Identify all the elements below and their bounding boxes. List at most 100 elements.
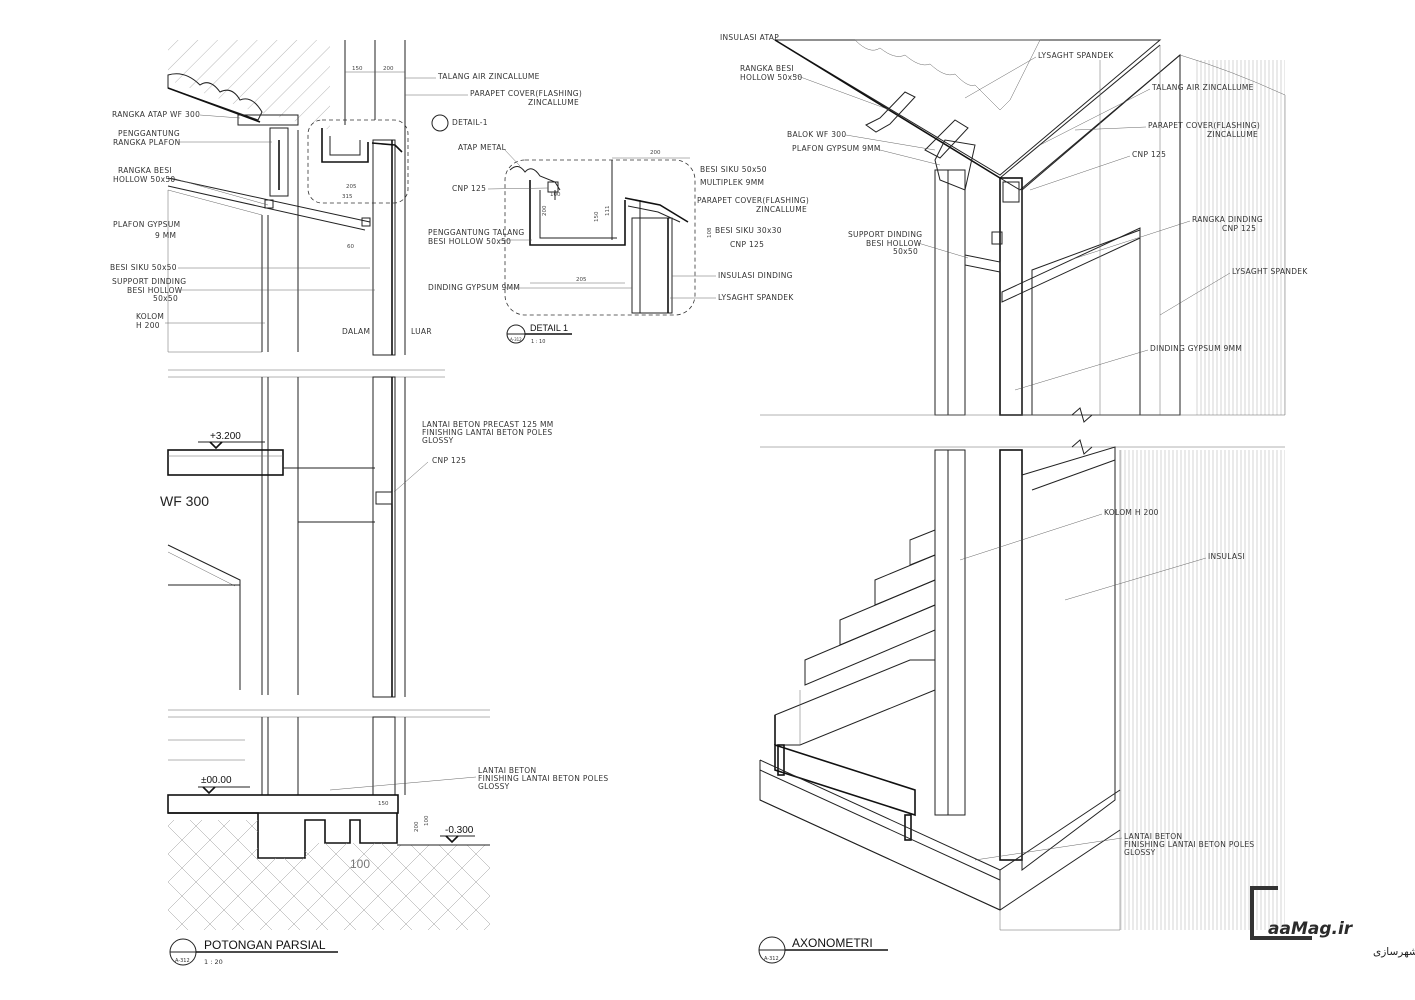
label-lantai-beton-2: FINISHING LANTAI BETON POLES [478, 774, 608, 783]
label-detail-1-ref: DETAIL-1 [452, 118, 488, 127]
detail-label-besi-siku: BESI SIKU 50x50 [700, 165, 767, 174]
axono-label-lantai-2: FINISHING LANTAI BETON POLES [1124, 840, 1254, 849]
axono-label-parapet-1: PARAPET COVER(FLASHING) [1148, 121, 1260, 130]
label-luar: LUAR [411, 327, 432, 336]
detail-dim-200v: 200 [542, 205, 548, 216]
label-support-2: BESI HOLLOW [127, 286, 183, 295]
level-lower: -0.300 [445, 825, 474, 836]
axono-label-support-1: SUPPORT DINDING [848, 230, 922, 239]
detail-label-lysaght: LYSAGHT SPANDEK [718, 293, 794, 302]
axono-label-insulasi-atap: INSULASI ATAP [720, 33, 779, 42]
detail-label-cnp2: CNP 125 [730, 240, 764, 249]
detail-label-atap-metal: ATAP METAL [458, 143, 507, 152]
axono-labels: INSULASI ATAP RANGKA BESI HOLLOW 50x50 L… [720, 33, 1308, 861]
axono-label-rangka-besi-1: RANGKA BESI [740, 64, 794, 73]
partial-section-labels: RANGKA ATAP WF 300 PENGGANTUNG RANGKA PL… [110, 110, 432, 336]
dim-200: 200 [383, 66, 394, 72]
label-penggantung-1: PENGGANTUNG [118, 129, 180, 138]
axono-label-support-3: 50x50 [893, 247, 918, 256]
label-rangka-besi-2: HOLLOW 50x50 [113, 175, 175, 184]
label-kolom-1: KOLOM [136, 312, 164, 321]
label-support-1: SUPPORT DINDING [112, 277, 186, 286]
label-rangka-besi-1: RANGKA BESI [118, 166, 172, 175]
axono-label-parapet-2: ZINCALLUME [1207, 130, 1258, 139]
detail-label-insulasi: INSULASI DINDING [718, 271, 793, 280]
dim-150b: 150 [378, 801, 389, 807]
axono-stairs [774, 529, 936, 841]
label-kolom-2: H 200 [136, 321, 160, 330]
label-besi-siku: BESI SIKU 50x50 [110, 263, 177, 272]
label-dalam: DALAM [342, 327, 370, 336]
dim-205: 205 [346, 184, 357, 190]
detail-label-cnp: CNP 125 [452, 184, 486, 193]
axono-label-support-2: BESI HOLLOW [866, 239, 922, 248]
detail-label-penggantung-2: BESI HOLLOW 50x50 [428, 237, 511, 246]
label-parapet-1: PARAPET COVER(FLASHING) [470, 89, 582, 98]
axono-label-cnp: CNP 125 [1132, 150, 1166, 159]
watermark-subtitle: مجله آنلاین معماری و شهرسازی [1373, 945, 1415, 958]
detail-dim-205: 205 [576, 277, 587, 283]
axono-label-dinding: DINDING GYPSUM 9MM [1150, 344, 1242, 353]
detail-label-dinding: DINDING GYPSUM 9MM [428, 283, 520, 292]
detail-1-drawing: 200 100 200 150 111 205 108 ATAP METAL B… [428, 143, 809, 345]
dim-60: 60 [347, 244, 354, 250]
detail-label-besi-siku-30: BESI SIKU 30x30 [715, 226, 782, 235]
title-axonometri: AXONOMETRI [792, 936, 873, 950]
detail-dim-100: 100 [550, 192, 561, 198]
detail-label-parapet-1: PARAPET COVER(FLASHING) [697, 196, 809, 205]
dim-315: 315 [342, 194, 353, 200]
label-lantai-beton-3: GLOSSY [478, 782, 510, 791]
axonometric-drawing: INSULASI ATAP RANGKA BESI HOLLOW 50x50 L… [720, 33, 1308, 964]
axono-label-talang: TALANG AIR ZINCALLUME [1151, 83, 1254, 92]
dim-200b: 200 [414, 821, 420, 832]
label-lantai-precast-1: LANTAI BETON PRECAST 125 MM [422, 420, 554, 429]
dim-150: 150 [352, 66, 363, 72]
axono-label-insulasi: INSULASI [1208, 552, 1245, 561]
watermark-logo-text: aaMag.ir [1268, 919, 1354, 939]
label-lantai-precast-2: FINISHING LANTAI BETON POLES [422, 428, 552, 437]
detail-label-penggantung-1: PENGGANTUNG TALANG [428, 228, 525, 237]
detail-dim-111: 111 [605, 206, 611, 217]
axono-label-rangka-dinding-1: RANGKA DINDING [1192, 215, 1263, 224]
label-wf-300: WF 300 [160, 493, 209, 509]
detail-label-multiplek: MULTIPLEK 9MM [700, 178, 764, 187]
detail-dim-108: 108 [707, 227, 713, 238]
label-support-3: 50x50 [153, 294, 178, 303]
axono-label-lysaght-top: LYSAGHT SPANDEK [1038, 51, 1114, 60]
label-lantai-precast-3: GLOSSY [422, 436, 454, 445]
level-upper: +3.200 [210, 431, 241, 442]
sheet-ref: A-312 [175, 958, 190, 964]
axono-label-rangka-besi-2: HOLLOW 50x50 [740, 73, 802, 82]
scale-detail-1: 1 : 10 [531, 339, 545, 345]
label-penggantung-2: RANGKA PLAFON [113, 138, 181, 147]
axono-label-kolom: KOLOM H 200 [1104, 508, 1159, 517]
axonometric-title-block: A-312 AXONOMETRI [758, 936, 888, 964]
detail-sheet-ref: A-312 [510, 337, 522, 342]
axono-label-plafon: PLAFON GYPSUM 9MM [792, 144, 881, 153]
label-parapet-2: ZINCALLUME [528, 98, 579, 107]
label-talang-air: TALANG AIR ZINCALLUME [437, 72, 540, 81]
axono-label-lantai-1: LANTAI BETON [1124, 832, 1182, 841]
detail-dim-150v: 150 [594, 211, 600, 222]
partial-section-top-labels: TALANG AIR ZINCALLUME PARAPET COVER(FLAS… [405, 72, 582, 132]
dim-100: 100 [424, 815, 430, 826]
detail-1-title-block: A-312 DETAIL 1 1 : 10 [506, 323, 572, 345]
label-cnp-125: CNP 125 [432, 456, 466, 465]
dim-100-large: 100 [350, 857, 370, 871]
axono-sheet-ref: A-312 [764, 956, 779, 962]
partial-section-drawing: 150 200 315 205 60 RANGKA ATAP WF 300 PE… [110, 40, 608, 966]
title-potongan-parsial: POTONGAN PARSIAL [204, 938, 326, 952]
partial-section-title-block: A-312 POTONGAN PARSIAL 1 : 20 [169, 938, 338, 966]
detail-label-parapet-2: ZINCALLUME [756, 205, 807, 214]
axono-label-lysaght-mid: LYSAGHT SPANDEK [1232, 267, 1308, 276]
label-rangka-atap: RANGKA ATAP WF 300 [112, 110, 200, 119]
label-plafon-2: 9 MM [155, 231, 176, 240]
label-plafon-1: PLAFON GYPSUM [113, 220, 180, 229]
axono-label-rangka-dinding-2: CNP 125 [1222, 224, 1256, 233]
axono-label-balok: BALOK WF 300 [787, 130, 846, 139]
scale-potongan-parsial: 1 : 20 [204, 958, 223, 966]
axono-label-lantai-3: GLOSSY [1124, 848, 1156, 857]
watermark-logo: aaMag.ir مجله آنلاین معماری و شهرسازی [1250, 886, 1415, 958]
title-detail-1: DETAIL 1 [530, 323, 568, 333]
